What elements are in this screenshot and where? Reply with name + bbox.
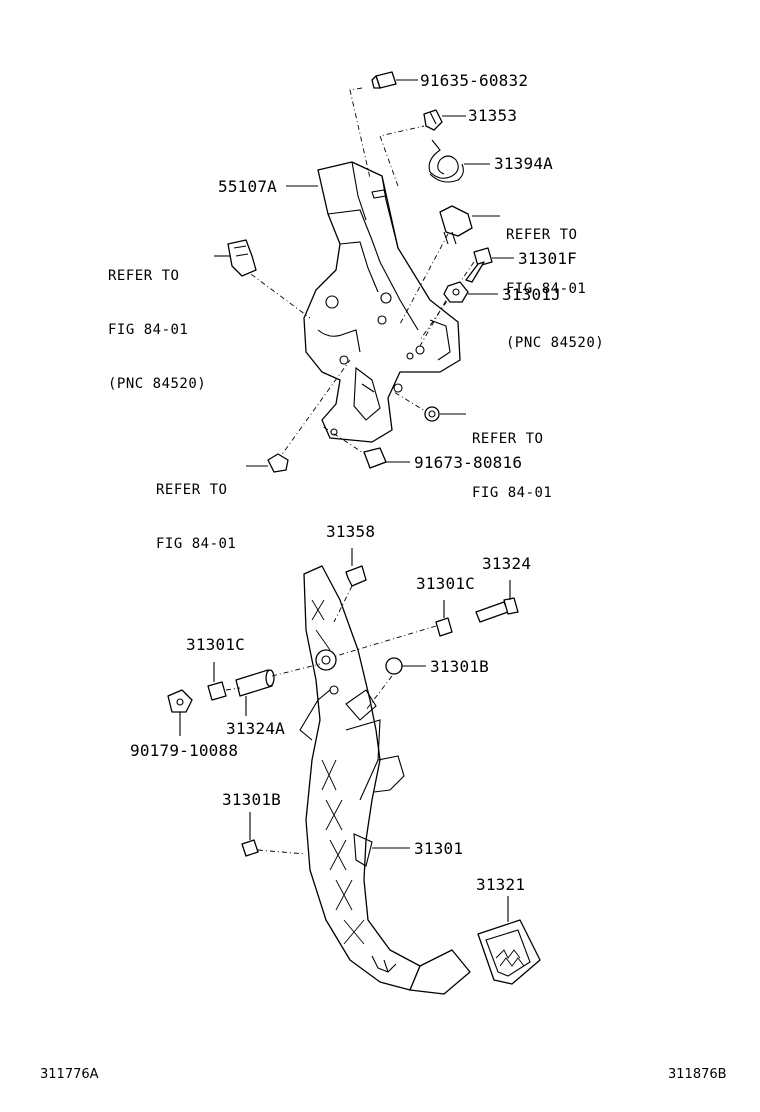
spring-shape: [428, 139, 490, 183]
bolt-31301f-shape: [465, 247, 514, 283]
nut-left-shape: [167, 689, 193, 736]
nut-31301j-shape: [443, 281, 498, 303]
label-nut-right: 31301J: [502, 285, 561, 304]
collar-shape: [235, 669, 275, 716]
label-bolt-right: 31301F: [518, 249, 577, 268]
clip-top-shape: [423, 109, 466, 131]
pad-31321-shape: [477, 896, 541, 985]
label-pin-upper: 31358: [326, 522, 376, 541]
switch-left-shape: [214, 239, 257, 277]
ref-right-line3: (PNC 84520): [506, 335, 605, 351]
ref-left-line1: REFER TO: [108, 268, 180, 284]
label-bracket: 55107A: [218, 177, 277, 196]
cushion-left-shape: [241, 812, 259, 857]
pedal-arm-31301: [299, 565, 421, 991]
ref-bottom-left-line2: FIG 84-01: [156, 536, 237, 552]
nut-bottom-left-shape: [246, 453, 289, 473]
ref-right-line1: REFER TO: [506, 227, 578, 243]
label-bolt-top: 91635-60832: [420, 71, 529, 90]
switch-right-shape: [439, 205, 500, 245]
label-bush-right: 31301C: [416, 574, 475, 593]
bolt-lower-shape: [363, 447, 410, 469]
ref-bottom-left-block: REFER TO FIG 84-01: [156, 445, 236, 589]
bush-left-shape: [207, 662, 227, 701]
label-bolt-lower: 91673-80816: [414, 453, 523, 472]
pedal-foot-shape: [409, 949, 471, 995]
bush-right-shape: [435, 600, 453, 637]
washer-mid-right-shape: [424, 406, 466, 422]
label-collar: 31324A: [226, 719, 285, 738]
footer-right-ref: 311876B: [668, 1067, 727, 1082]
label-pedal-arm: 31301: [414, 839, 464, 858]
label-clip-top: 31353: [468, 106, 518, 125]
ref-bottom-left-line1: REFER TO: [156, 482, 228, 498]
bolt-31324-shape: [475, 580, 519, 623]
ref-mid-right-block: REFER TO FIG 84-01: [472, 394, 552, 538]
bolt-top-shape: [371, 71, 418, 89]
label-nut-left: 90179-10088: [130, 741, 239, 760]
ref-right-block: REFER TO FIG 84-01 (PNC 84520): [506, 190, 604, 388]
label-cushion-right: 31301B: [430, 657, 489, 676]
label-pedal-pad: 31321: [476, 875, 526, 894]
label-cushion-left: 31301B: [222, 790, 281, 809]
cushion-right-shape: [385, 657, 426, 675]
ref-left-block: REFER TO FIG 84-01 (PNC 84520): [108, 231, 206, 429]
footer-left-ref: 311776A: [40, 1067, 99, 1082]
label-bush-left: 31301C: [186, 635, 245, 654]
ref-left-line3: (PNC 84520): [108, 376, 207, 392]
label-spring: 31394A: [494, 154, 553, 173]
ref-mid-right-line2: FIG 84-01: [472, 485, 553, 501]
ref-left-line2: FIG 84-01: [108, 322, 189, 338]
label-bolt-pivot: 31324: [482, 554, 532, 573]
ref-right-line2: FIG 84-01: [506, 281, 587, 297]
ref-mid-right-line1: REFER TO: [472, 431, 544, 447]
bracket-55107a: [303, 161, 461, 443]
pin-31358-shape: [345, 548, 367, 587]
